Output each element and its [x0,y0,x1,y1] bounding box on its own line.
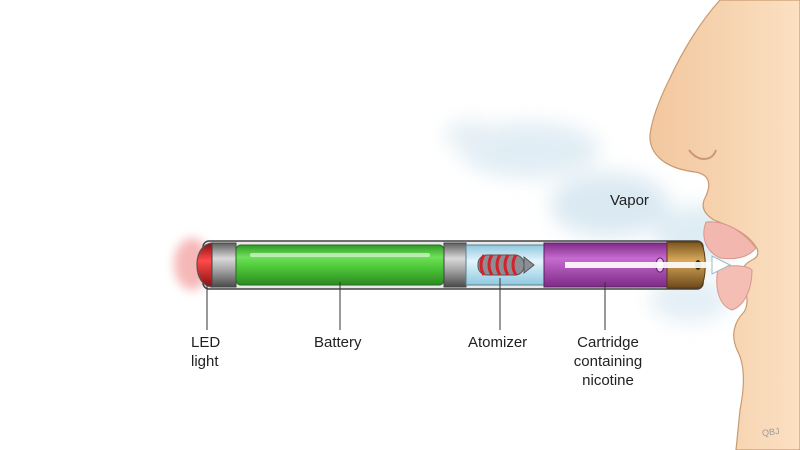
atomizer-coil [477,254,535,276]
leader-lines [206,278,606,330]
lower-lip [716,265,753,311]
vapor-flow-arrow [565,255,732,275]
e-cigarette [196,240,732,290]
vapor-label: Vapor [610,192,649,209]
upper-lip [703,221,757,260]
battery-label: Battery [314,334,362,351]
atomizer-label: Atomizer [468,334,528,351]
steel-ring-right [443,242,467,288]
led-light-label: LED light [191,334,221,370]
battery-cell [235,244,445,286]
cartridge-label: Cartridge containing nicotine [573,334,643,389]
steel-ring-left [211,242,237,288]
face-profile [649,0,800,450]
